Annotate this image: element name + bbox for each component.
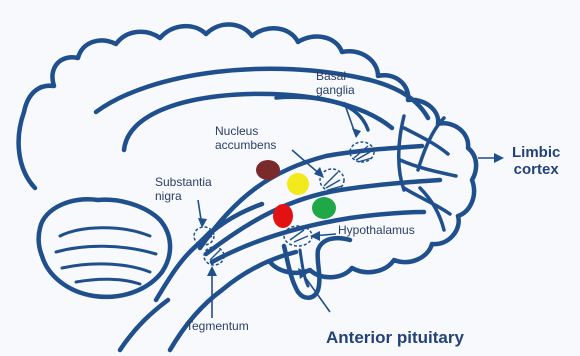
basal-ganglia-label-line-2: ganglia bbox=[316, 84, 355, 98]
red-marker bbox=[273, 204, 293, 228]
basal-ganglia-label: Basal ganglia bbox=[316, 70, 355, 98]
substantia-nigra-label-line-2: nigra bbox=[155, 190, 212, 204]
dark-red-marker bbox=[256, 160, 280, 180]
limbic-cortex-label-line-2: cortex bbox=[512, 161, 560, 178]
pituitary-stalk bbox=[284, 238, 350, 298]
hypothalamus-label: Hypothalamus bbox=[338, 224, 415, 238]
cerebellum-folds bbox=[56, 228, 156, 284]
anterior-pituitary-label: Anterior pituitary bbox=[326, 328, 464, 348]
substantia-nigra-label: Substantia nigra bbox=[155, 176, 212, 204]
cerebellum-outline bbox=[39, 199, 170, 297]
limbic-cortex-label-line-1: Limbic bbox=[512, 144, 560, 161]
nucleus-accumbens-label: Nucleus accumbens bbox=[215, 125, 276, 153]
nucleus-accumbens-label-line-1: Nucleus bbox=[215, 125, 276, 139]
nucleus-accumbens-label-line-2: accumbens bbox=[215, 139, 276, 153]
yellow-marker bbox=[287, 173, 309, 195]
substantia-nigra-label-line-1: Substantia bbox=[155, 176, 212, 190]
basal-ganglia-label-line-1: Basal bbox=[316, 70, 355, 84]
tegmentum-label: Tegmentum bbox=[186, 320, 249, 334]
green-marker bbox=[312, 197, 336, 219]
limbic-cortex-label: Limbic cortex bbox=[512, 144, 560, 179]
basal-ganglia-stem bbox=[276, 97, 368, 130]
brainstem-lower bbox=[120, 300, 168, 350]
